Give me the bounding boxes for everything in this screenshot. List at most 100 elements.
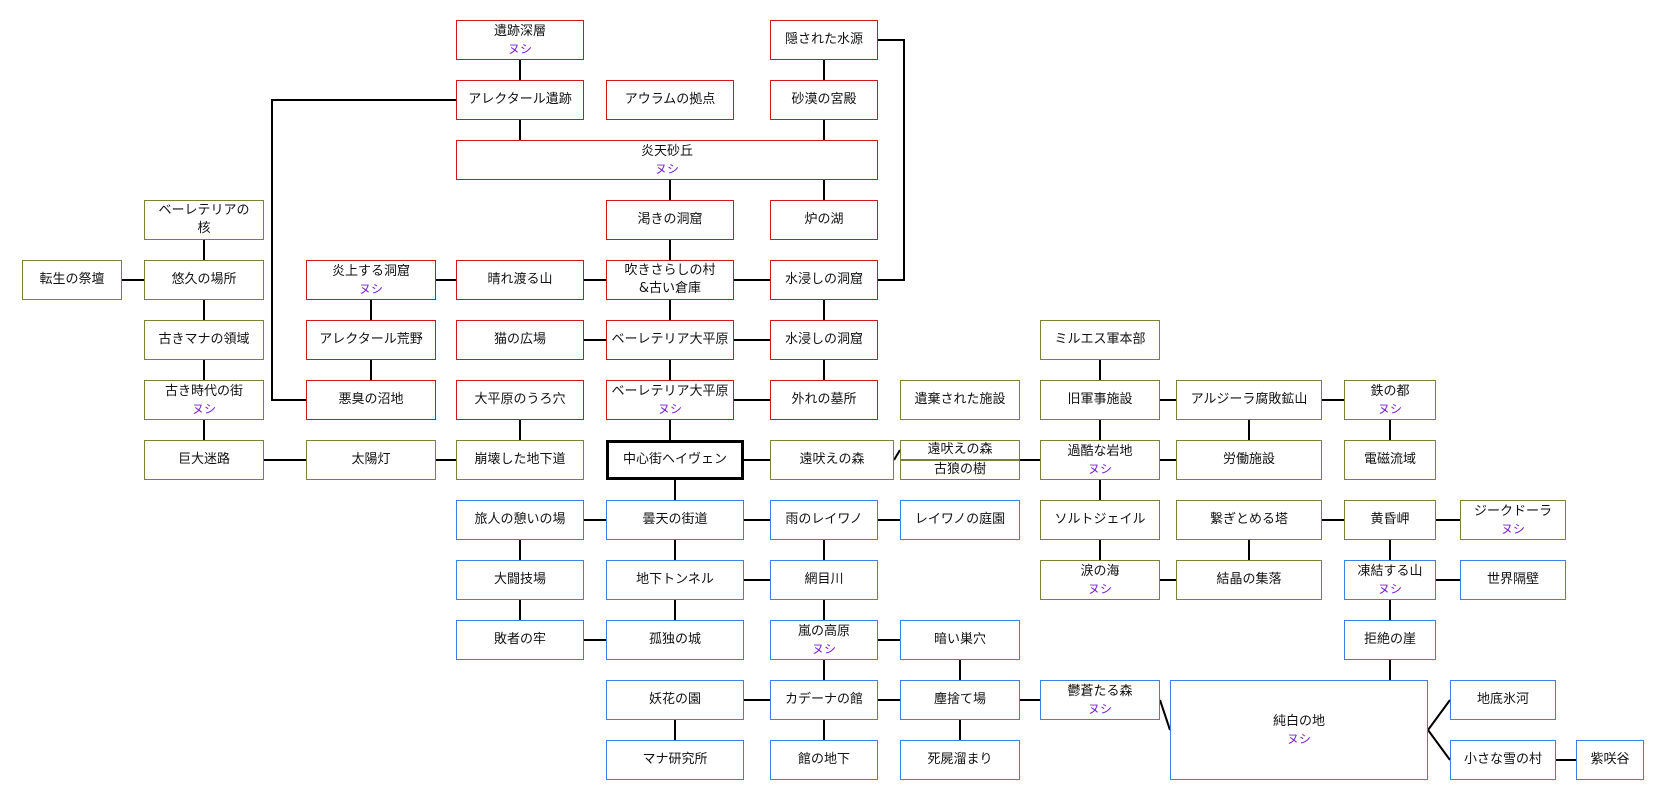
boss-marker: ヌシ [1500, 522, 1525, 536]
map-node-touketsu[interactable]: 凍結する山ヌシ [1344, 560, 1436, 600]
map-node-ro-mizuumi[interactable]: 炉の湖 [770, 200, 878, 240]
map-node-reiwono-teien[interactable]: レイワノの庭園 [900, 500, 1020, 540]
node-label: 涙の海 [1080, 564, 1120, 579]
node-label: 拒絶の崖 [1363, 632, 1416, 647]
map-node-heaven[interactable]: 中心街ヘイヴェン [606, 440, 744, 480]
map-node-yuukyuu[interactable]: 悠久の場所 [144, 260, 264, 300]
map-node-kadena[interactable]: カデーナの館 [770, 680, 878, 720]
map-node-uroana[interactable]: 大平原のうろ穴 [456, 380, 584, 420]
map-node-kyuu-gunji[interactable]: 旧軍事施設 [1040, 380, 1160, 420]
node-label: ジークドーラ [1473, 504, 1552, 519]
map-node-neko[interactable]: 猫の広場 [456, 320, 584, 360]
map-node-haisha[interactable]: 敗者の牢 [456, 620, 584, 660]
node-label: アレクタール荒野 [319, 332, 423, 347]
node-label: 炉の湖 [804, 212, 844, 227]
map-node-kurai-suana[interactable]: 暗い巣穴 [900, 620, 1020, 660]
node-label: 炎天砂丘 [640, 144, 693, 159]
node-label: 巨大迷路 [177, 452, 230, 467]
node-label: 古きマナの領域 [158, 332, 250, 347]
map-node-chika-tunnel[interactable]: 地下トンネル [606, 560, 744, 600]
map-node-junpaku[interactable]: 純白の地ヌシ [1170, 680, 1428, 780]
map-node-sabaku-kyuuden[interactable]: 砂漠の宮殿 [770, 80, 878, 120]
map-node-toboe-mori-small[interactable]: 遠吠えの森 [900, 440, 1020, 460]
map-node-iki-shisetsu[interactable]: 遺棄された施設 [900, 380, 1020, 420]
map-node-shikabane[interactable]: 死屍溜まり [900, 740, 1020, 780]
map-node-auramu[interactable]: アウラムの拠点 [606, 80, 734, 120]
node-label: 電磁流域 [1363, 452, 1416, 467]
map-node-mana-kenkyuu[interactable]: マナ研究所 [606, 740, 744, 780]
node-label: 嵐の高原 [797, 624, 850, 639]
connector-line [1159, 699, 1171, 731]
map-node-enjou[interactable]: 炎上する洞窟ヌシ [306, 260, 436, 300]
map-node-tensei[interactable]: 転生の祭壇 [22, 260, 122, 300]
node-label: レイワノの庭園 [914, 512, 1006, 527]
map-node-tasogare[interactable]: 黄昏岬 [1344, 500, 1436, 540]
map-node-mizubitashi1[interactable]: 水浸しの洞窟 [770, 260, 878, 300]
map-node-houkai[interactable]: 崩壊した地下道 [456, 440, 584, 480]
map-node-jikudora[interactable]: ジークドーラヌシ [1460, 500, 1566, 540]
map-node-kyodai[interactable]: 巨大迷路 [144, 440, 264, 480]
map-node-arekutaru-kouya[interactable]: アレクタール荒野 [306, 320, 436, 360]
boss-marker: ヌシ [507, 42, 532, 56]
node-label: 古き時代の街 [164, 384, 243, 399]
map-node-toboe-mori-big[interactable]: 遠吠えの森 [770, 440, 894, 480]
node-label: 妖花の園 [648, 692, 701, 707]
map-node-tetsu-miyako[interactable]: 鉄の都ヌシ [1344, 380, 1436, 420]
map-node-namida[interactable]: 涙の海ヌシ [1040, 560, 1160, 600]
map-node-akushuu[interactable]: 悪臭の沼地 [306, 380, 436, 420]
node-label: アレクタール遺跡 [468, 92, 572, 107]
map-node-bereteria-heigen1[interactable]: ベーレテリア大平原 [606, 320, 734, 360]
map-node-arujira[interactable]: アルジーラ腐敗鉱山 [1176, 380, 1322, 420]
boss-marker: ヌシ [1377, 582, 1402, 596]
node-label: 労働施設 [1222, 452, 1275, 467]
node-label: 世界隔壁 [1486, 572, 1539, 587]
map-node-chiisana[interactable]: 小さな雪の村 [1450, 740, 1556, 780]
map-node-yakata-chika[interactable]: 館の地下 [770, 740, 878, 780]
map-node-chitei[interactable]: 地底氷河 [1450, 680, 1556, 720]
map-node-mizubitashi2[interactable]: 水浸しの洞窟 [770, 320, 878, 360]
map-node-tabibito[interactable]: 旅人の憩いの場 [456, 500, 584, 540]
map-node-daitougi[interactable]: 大闘技場 [456, 560, 584, 600]
node-label: 孤独の城 [648, 632, 701, 647]
map-node-jinkai[interactable]: 塵捨て場 [900, 680, 1020, 720]
node-label: 砂漠の宮殿 [791, 92, 857, 107]
map-node-roudou[interactable]: 労働施設 [1176, 440, 1322, 480]
map-node-kyozetsu[interactable]: 拒絶の崖 [1344, 620, 1436, 660]
map-node-arashi[interactable]: 嵐の高原ヌシ [770, 620, 878, 660]
node-label: 核 [197, 221, 211, 236]
map-node-soruto[interactable]: ソルトジェイル [1040, 500, 1160, 540]
map-node-iseki-shinsou[interactable]: 遺跡深層ヌシ [456, 20, 584, 60]
map-node-kakusareta[interactable]: 隠された水源 [770, 20, 878, 60]
node-label: 遺跡深層 [493, 24, 546, 39]
node-label: 雨のレイワノ [785, 512, 863, 527]
node-label: 結晶の集落 [1216, 572, 1282, 587]
map-node-korou[interactable]: 古狼の樹 [900, 460, 1020, 480]
map-node-ussou[interactable]: 鬱蒼たる森ヌシ [1040, 680, 1160, 720]
map-node-arekutaru-iseki[interactable]: アレクタール遺跡 [456, 80, 584, 120]
map-node-taiyoutou[interactable]: 太陽灯 [306, 440, 436, 480]
node-label: 鬱蒼たる森 [1067, 684, 1133, 699]
map-node-hazure[interactable]: 外れの墓所 [770, 380, 878, 420]
map-node-harewataru[interactable]: 晴れ渡る山 [456, 260, 584, 300]
map-node-ame-reiwono[interactable]: 雨のレイワノ [770, 500, 878, 540]
map-node-denji[interactable]: 電磁流域 [1344, 440, 1436, 480]
map-node-furuki-mana[interactable]: 古きマナの領域 [144, 320, 264, 360]
map-node-kakoku[interactable]: 過酷な岩地ヌシ [1040, 440, 1160, 480]
map-node-kodoku[interactable]: 孤独の城 [606, 620, 744, 660]
map-node-bereteria-heigen2[interactable]: ベーレテリア大平原ヌシ [606, 380, 734, 420]
node-label: 悪臭の沼地 [338, 392, 404, 407]
map-node-kesshou[interactable]: 結晶の集落 [1176, 560, 1322, 600]
map-node-amime[interactable]: 網目川 [770, 560, 878, 600]
map-node-donten[interactable]: 曇天の街道 [606, 500, 744, 540]
map-node-sekai-heki[interactable]: 世界隔壁 [1460, 560, 1566, 600]
map-node-kawaki[interactable]: 渇きの洞窟 [606, 200, 734, 240]
map-node-fukisarashi[interactable]: 吹きさらしの村&古い倉庫 [606, 260, 734, 300]
map-node-enten[interactable]: 炎天砂丘ヌシ [456, 140, 878, 180]
map-node-tsunagi[interactable]: 繋ぎとめる塔 [1176, 500, 1322, 540]
map-node-furuki-jidai[interactable]: 古き時代の街ヌシ [144, 380, 264, 420]
map-node-shisaku[interactable]: 紫咲谷 [1576, 740, 1644, 780]
map-node-youka[interactable]: 妖花の園 [606, 680, 744, 720]
map-node-bereteria-kaku[interactable]: ベーレテリアの核 [144, 200, 264, 240]
map-node-miruesu[interactable]: ミルエス軍本部 [1040, 320, 1160, 360]
